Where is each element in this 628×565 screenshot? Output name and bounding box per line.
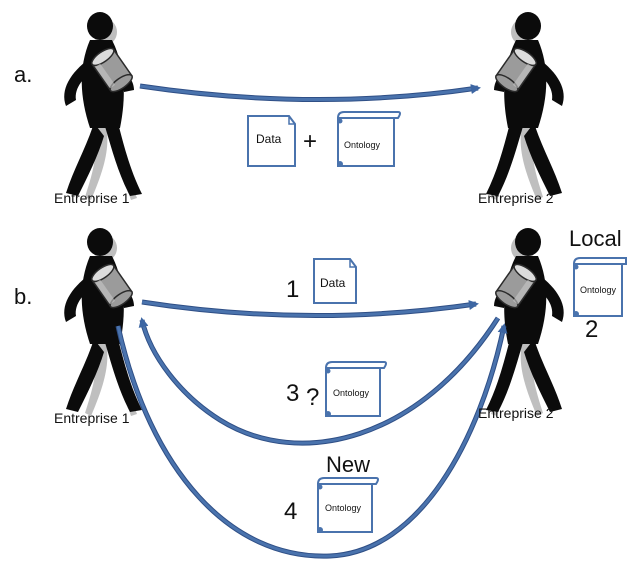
entreprise-2-label: Entreprise 2 <box>478 405 554 421</box>
step-3-question: ? <box>306 384 320 411</box>
local-label: Local <box>569 226 622 251</box>
document-icon <box>313 258 357 304</box>
scroll-icon <box>324 361 387 417</box>
entreprise-2-label: Entreprise 2 <box>478 190 554 206</box>
ontology-label: Ontology <box>333 388 370 398</box>
panel-b-letter: b. <box>14 284 33 309</box>
data-doc-label: Data <box>320 276 346 290</box>
document-icon <box>247 115 296 167</box>
arrow-step-1 <box>141 300 479 318</box>
arrow-step-3 <box>138 317 500 445</box>
ontology-label: Ontology <box>344 140 381 150</box>
step-2-number: 2 <box>585 316 599 343</box>
panel-a-letter: a. <box>14 62 33 87</box>
step-4-number: 4 <box>284 498 298 525</box>
scroll-icon <box>572 257 627 317</box>
person-icon <box>485 11 565 201</box>
person-icon <box>63 227 143 417</box>
scroll-icon <box>316 477 379 533</box>
person-icon <box>63 11 143 201</box>
ontology-label: Ontology <box>580 285 617 295</box>
entreprise-1-label: Entreprise 1 <box>54 190 130 206</box>
scroll-icon <box>336 111 401 167</box>
exchange-arrow <box>139 84 481 102</box>
step-3-number: 3 <box>286 380 300 407</box>
ontology-label: Ontology <box>325 503 362 513</box>
entreprise-1-label: Entreprise 1 <box>54 410 130 426</box>
arrow-step-4 <box>116 323 508 558</box>
plus-sign: + <box>303 128 318 155</box>
new-label: New <box>326 452 371 477</box>
data-doc-label: Data <box>256 132 282 146</box>
step-1-number: 1 <box>286 276 300 303</box>
